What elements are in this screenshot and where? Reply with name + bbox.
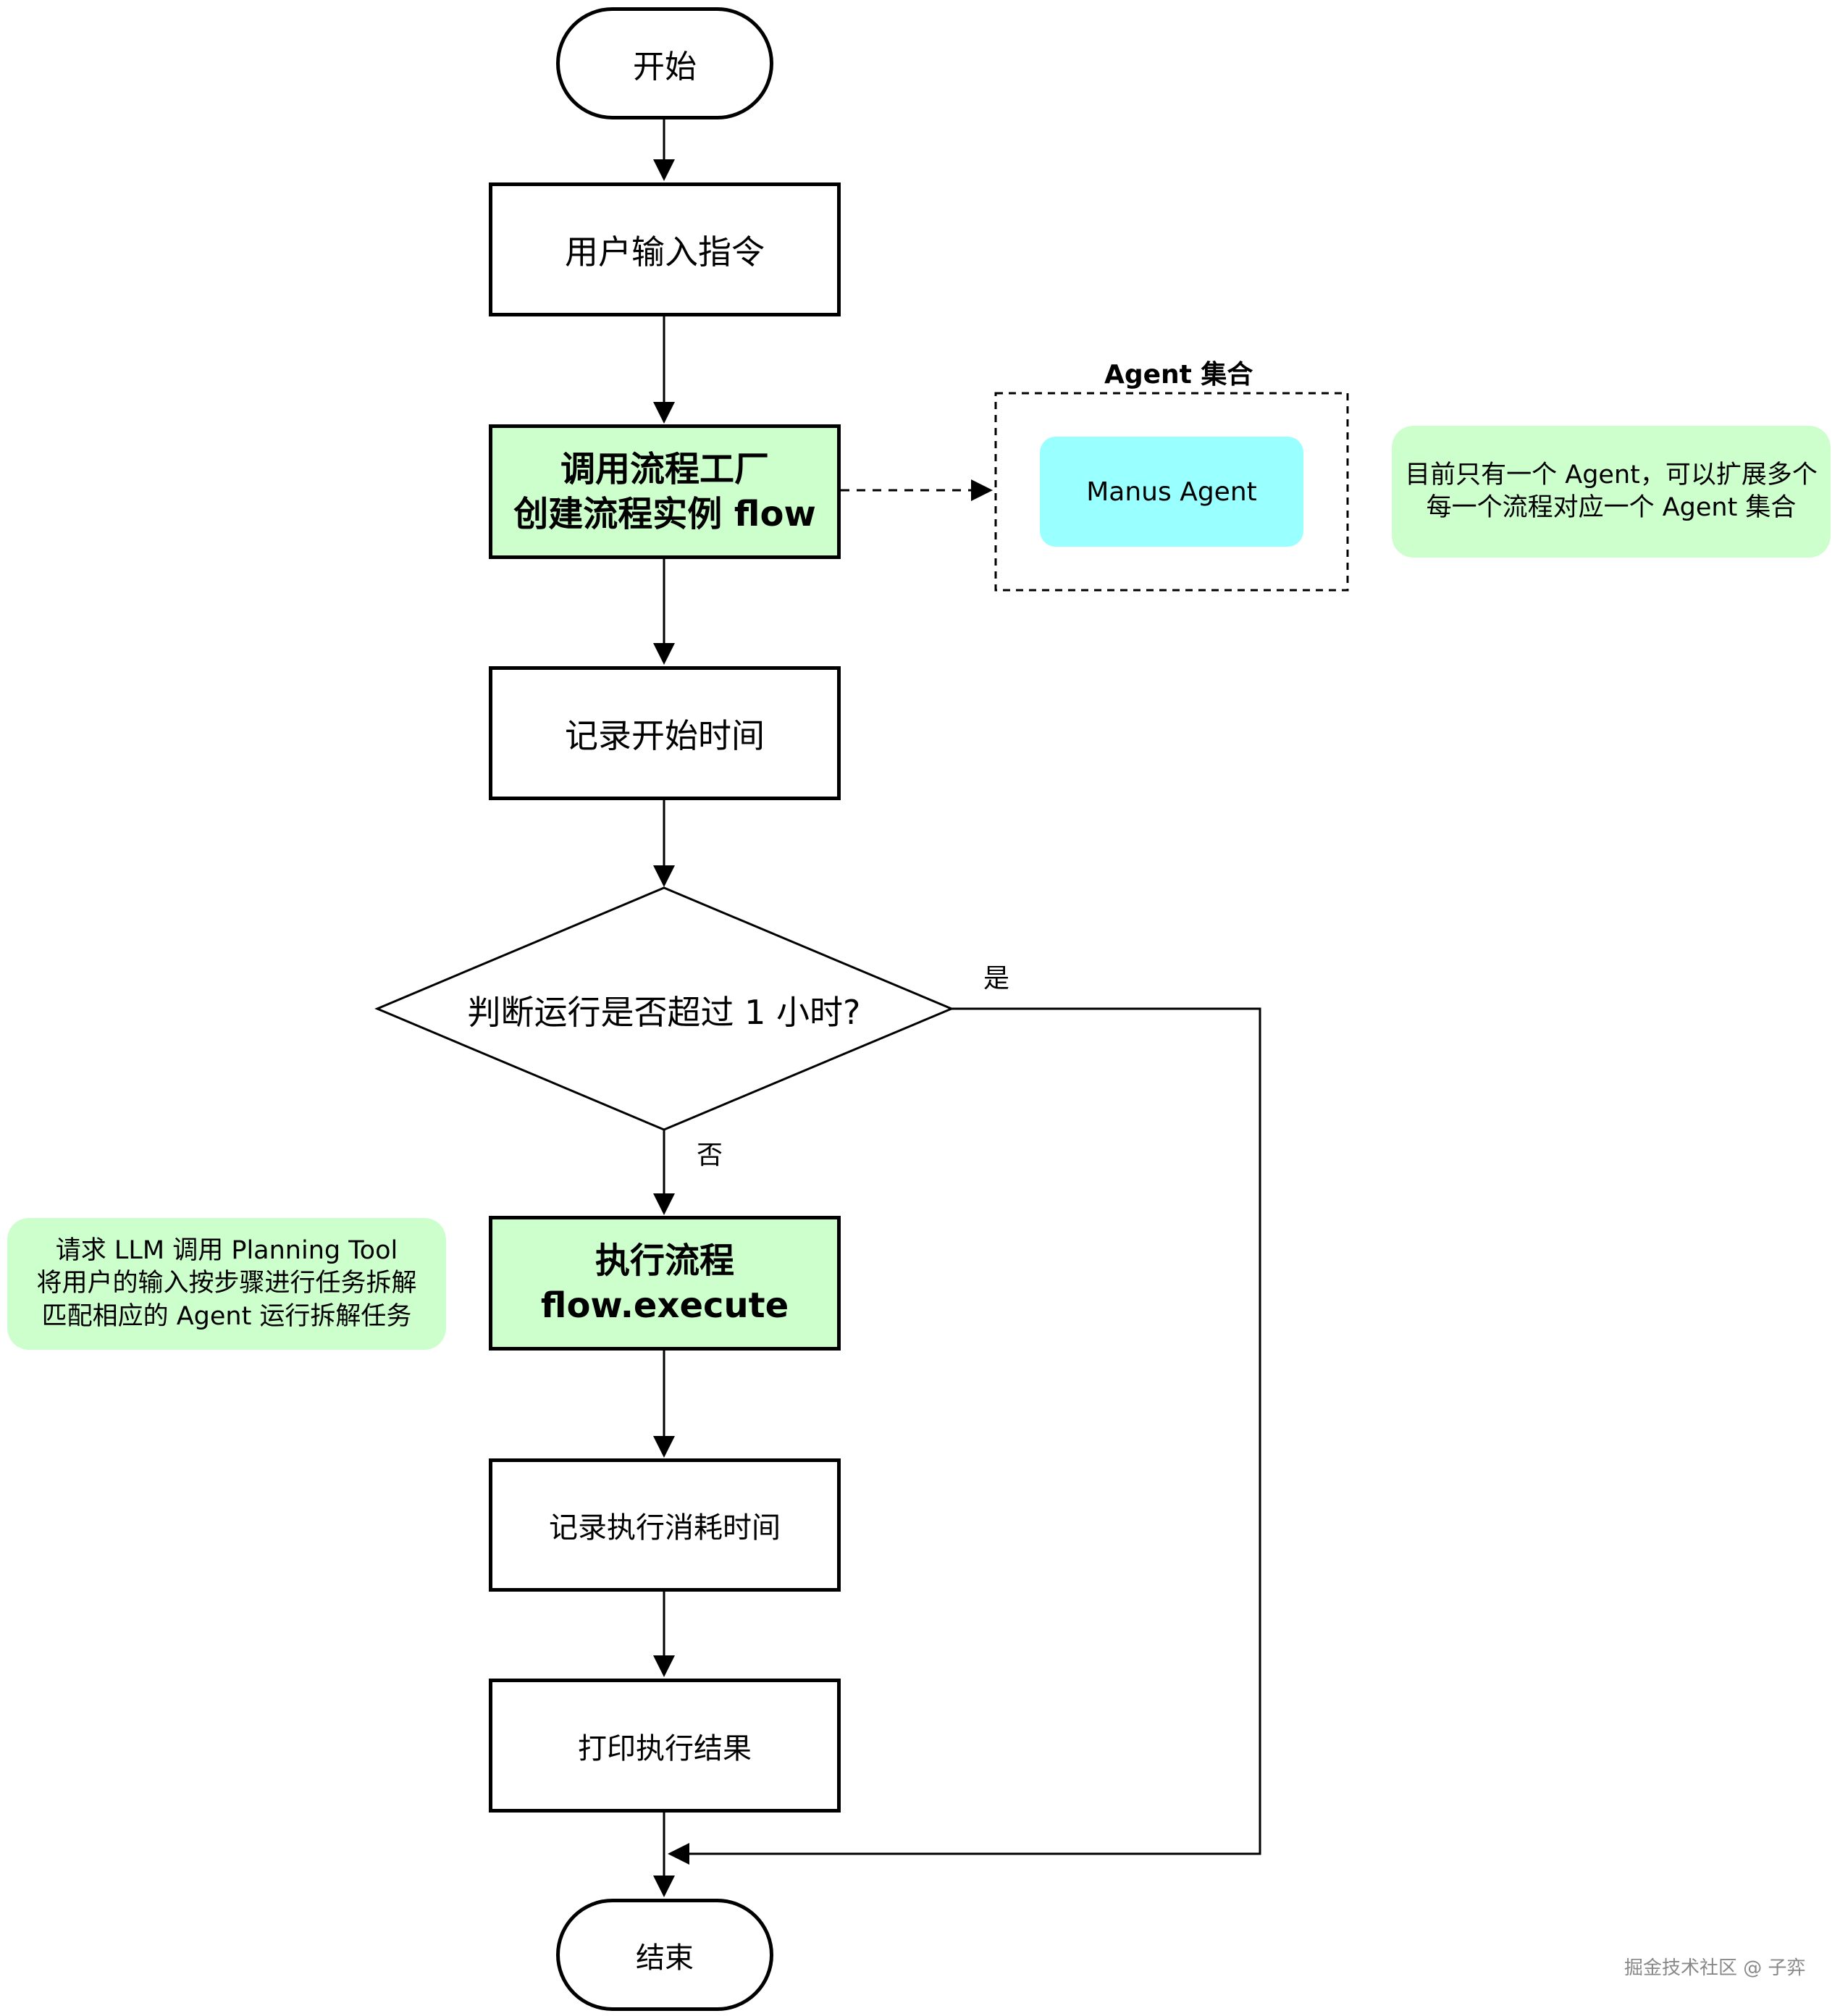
record-start-node: 记录开始时间 bbox=[489, 666, 841, 800]
start-node: 开始 bbox=[556, 7, 773, 119]
record-start-label: 记录开始时间 bbox=[565, 715, 765, 755]
manus-agent-label: Manus Agent bbox=[1086, 476, 1257, 507]
yes-label: 是 bbox=[983, 964, 1010, 994]
user-input-label: 用户输入指令 bbox=[565, 232, 765, 272]
flow-factory-label-2: 创建流程实例 flow bbox=[513, 494, 816, 534]
agent-group-border bbox=[994, 392, 1349, 592]
flow-factory-label-1: 调用流程工厂 bbox=[560, 448, 769, 490]
watermark: 掘金技术社区 @ 子弈 bbox=[1624, 1957, 1806, 1979]
flow-factory-node: 调用流程工厂 创建流程实例 flow bbox=[489, 424, 841, 559]
edge-decision-yes bbox=[668, 1007, 1261, 1865]
agents-note-line-1: 目前只有一个 Agent，可以扩展多个 bbox=[1405, 460, 1818, 490]
execute-flow-label-1: 执行流程 bbox=[595, 1240, 734, 1281]
no-label: 否 bbox=[697, 1141, 723, 1170]
agents-note-line-2: 每一个流程对应一个 Agent 集合 bbox=[1426, 493, 1797, 522]
agents-note: 目前只有一个 Agent，可以扩展多个 每一个流程对应一个 Agent 集合 bbox=[1392, 426, 1831, 558]
start-label: 开始 bbox=[633, 48, 697, 85]
decision-label: 判断运行是否超过 1 小时? bbox=[467, 993, 861, 1032]
user-input-node: 用户输入指令 bbox=[489, 182, 841, 316]
end-label: 结束 bbox=[636, 1941, 694, 1975]
planning-note-line-1: 请求 LLM 调用 Planning Tool bbox=[55, 1235, 398, 1265]
planning-note-line-2: 将用户的输入按步骤进行任务拆解 bbox=[36, 1269, 417, 1298]
end-node: 结束 bbox=[556, 1899, 773, 2011]
execute-flow-node: 执行流程 flow.execute bbox=[489, 1216, 841, 1351]
print-result-node: 打印执行结果 bbox=[489, 1679, 841, 1813]
record-exec-time-node: 记录执行消耗时间 bbox=[489, 1458, 841, 1592]
print-result-label: 打印执行结果 bbox=[578, 1731, 752, 1765]
record-exec-time-label: 记录执行消耗时间 bbox=[549, 1511, 781, 1545]
manus-agent-box: Manus Agent bbox=[1040, 437, 1303, 547]
planning-note: 请求 LLM 调用 Planning Tool 将用户的输入按步骤进行任务拆解 … bbox=[7, 1218, 446, 1350]
execute-flow-label-2: flow.execute bbox=[540, 1285, 789, 1326]
agent-group-title: Agent 集合 bbox=[1104, 360, 1253, 390]
planning-note-line-3: 匹配相应的 Agent 运行拆解任务 bbox=[41, 1301, 412, 1331]
